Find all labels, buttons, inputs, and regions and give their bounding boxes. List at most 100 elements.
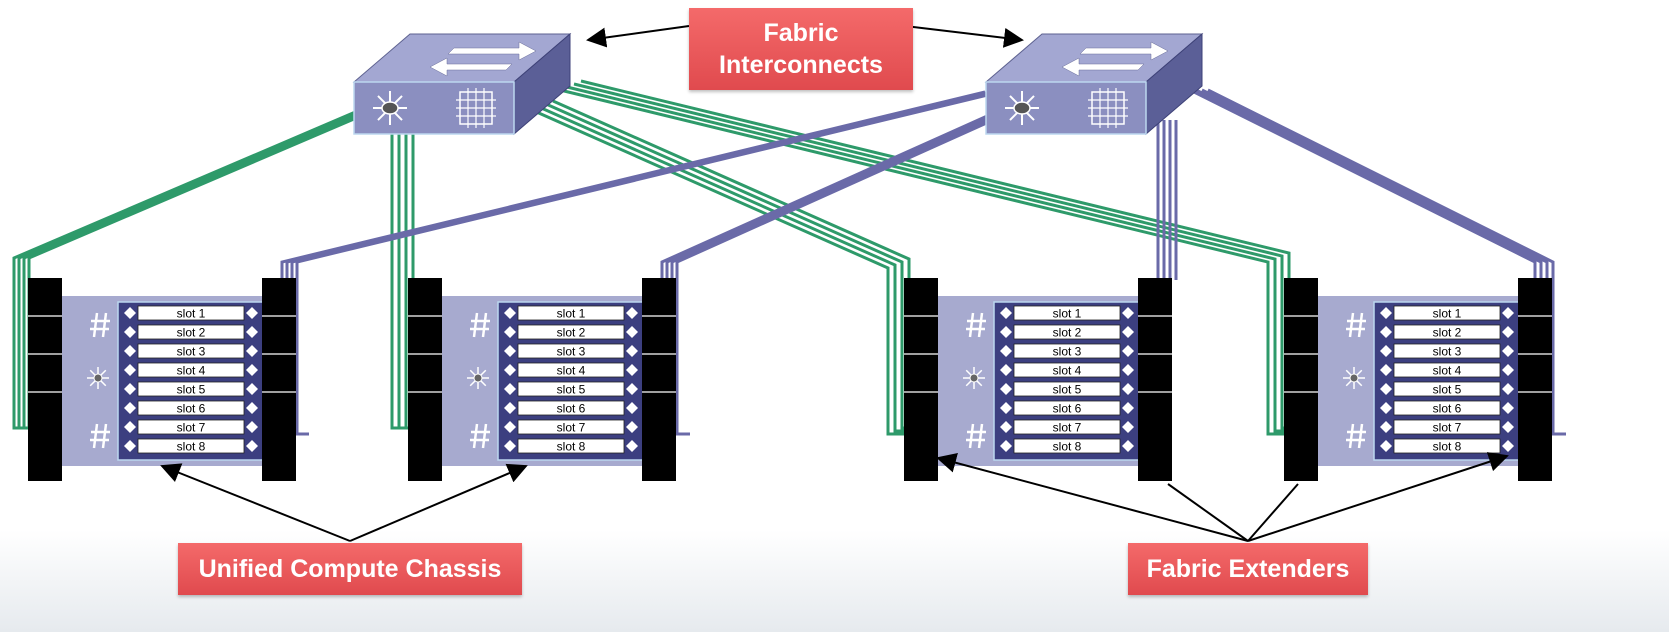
slot-latch-icon (1502, 364, 1514, 376)
fex-body (28, 278, 62, 481)
slot-latch-icon (1380, 364, 1392, 376)
slot-latch-icon (1502, 326, 1514, 338)
hash-icon (966, 312, 986, 338)
callout-arrow (1247, 452, 1509, 542)
blade-slot (517, 324, 625, 340)
slot-latch-icon (1502, 345, 1514, 357)
slot-latch-icon (124, 307, 136, 319)
fex-body (1518, 278, 1552, 481)
hash-icon (90, 423, 110, 449)
green-link-cable (531, 108, 905, 436)
slot-latch-icon (504, 364, 516, 376)
slot-latch-icon (626, 402, 638, 414)
slot-label: slot 6 (177, 402, 206, 416)
slot-latch-icon (504, 440, 516, 452)
slot-label: slot 2 (1433, 326, 1462, 340)
slot-label: slot 4 (1053, 364, 1082, 378)
slot-label: slot 6 (1433, 402, 1462, 416)
star-hub-icon (963, 367, 985, 389)
slot-label: slot 7 (1053, 421, 1082, 435)
slot-label: slot 3 (177, 345, 206, 359)
slot-latch-icon (504, 402, 516, 414)
fabric-extender (904, 278, 938, 481)
slot-label: slot 4 (1433, 364, 1462, 378)
slot-latch-icon (1380, 402, 1392, 414)
slot-latch-icon (1122, 364, 1134, 376)
fabric-extenders-callout: Fabric Extenders (1128, 543, 1368, 595)
fabric-extender (642, 278, 676, 481)
slot-label: slot 4 (177, 364, 206, 378)
green-link-cable (538, 105, 912, 433)
star-hub-icon (1005, 91, 1039, 125)
fabric-interconnect-switch (984, 32, 1204, 136)
green-link-cable (566, 85, 1292, 433)
star-hub-icon (467, 367, 489, 389)
slot-label: slot 8 (177, 440, 206, 454)
blade-slot (517, 400, 625, 416)
fabric-extender (1518, 278, 1552, 481)
slot-latch-icon (626, 421, 638, 433)
purple-link-cable (1207, 88, 1566, 436)
blade-slot (137, 381, 245, 397)
slot-label: slot 8 (1433, 440, 1462, 454)
slot-label: slot 6 (1053, 402, 1082, 416)
slot-label: slot 7 (557, 421, 586, 435)
slot-latch-icon (1380, 440, 1392, 452)
green-link-cable (559, 88, 1285, 436)
slot-latch-icon (1000, 402, 1012, 414)
fabric-extender (408, 278, 442, 481)
crossing-arrows-icon (1079, 41, 1169, 61)
slot-latch-icon (1380, 421, 1392, 433)
slot-label: slot 6 (557, 402, 586, 416)
slot-latch-icon (124, 364, 136, 376)
blade-slot (517, 438, 625, 454)
slot-label: slot 2 (1053, 326, 1082, 340)
slot-latch-icon (1502, 307, 1514, 319)
slot-latch-icon (124, 421, 136, 433)
star-hub-icon (1343, 367, 1365, 389)
slot-label: slot 2 (557, 326, 586, 340)
slot-label: slot 5 (1433, 383, 1462, 397)
blade-slot (1013, 419, 1121, 435)
slot-latch-icon (504, 345, 516, 357)
slot-latch-icon (1502, 383, 1514, 395)
purple-link-cable (295, 90, 1001, 436)
slot-latch-icon (1000, 383, 1012, 395)
slot-label: slot 7 (177, 421, 206, 435)
fabric-grid-icon (1088, 88, 1128, 128)
blade-slot (137, 400, 245, 416)
slot-latch-icon (124, 440, 136, 452)
blade-slot (137, 362, 245, 378)
callout-arrow (349, 463, 528, 542)
slot-label: slot 1 (1433, 307, 1462, 321)
slot-latch-icon (1502, 421, 1514, 433)
fabric-extender (262, 278, 296, 481)
fabric-extender (1138, 278, 1172, 481)
fabric-extender (28, 278, 62, 481)
slot-label: slot 3 (1053, 345, 1082, 359)
slot-label: slot 7 (1433, 421, 1462, 435)
slot-label: slot 5 (1053, 383, 1082, 397)
slot-latch-icon (124, 402, 136, 414)
blade-slot (137, 305, 245, 321)
slot-latch-icon (1122, 307, 1134, 319)
crossing-arrows-icon (447, 41, 537, 61)
blade-slot (137, 438, 245, 454)
blade-slot (137, 419, 245, 435)
slot-latch-icon (1000, 345, 1012, 357)
fex-body (904, 278, 938, 481)
slot-latch-icon (1000, 364, 1012, 376)
slot-latch-icon (246, 345, 258, 357)
slot-latch-icon (1380, 345, 1392, 357)
slot-latch-icon (626, 307, 638, 319)
slot-latch-icon (1000, 421, 1012, 433)
callout-arrow (936, 452, 1249, 542)
slot-latch-icon (626, 364, 638, 376)
callout-line (1247, 483, 1299, 542)
slot-label: slot 5 (557, 383, 586, 397)
fabric-interconnects-callout: Fabric Interconnects (689, 8, 913, 90)
slot-latch-icon (124, 345, 136, 357)
